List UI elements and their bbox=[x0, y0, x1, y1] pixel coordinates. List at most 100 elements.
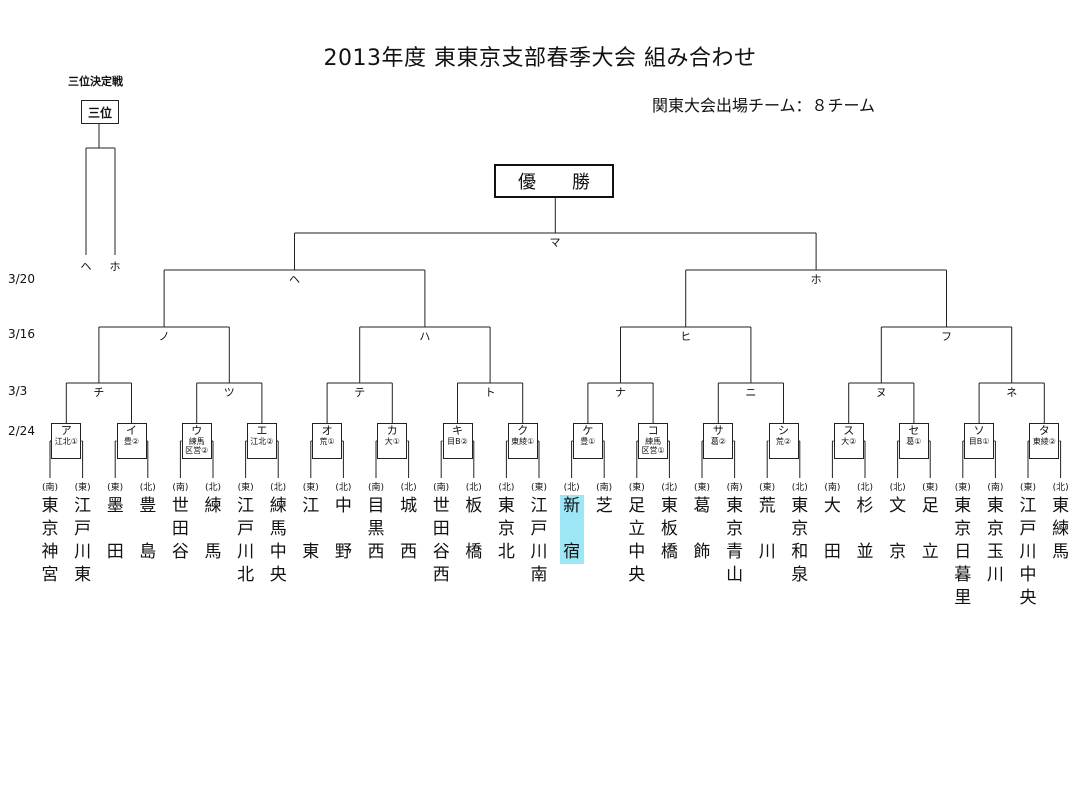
match-letter: シ bbox=[778, 424, 789, 437]
team-region: (南) bbox=[596, 483, 613, 493]
team-name: 練馬中央 bbox=[269, 496, 287, 585]
semifinal-match-label: ヘ bbox=[289, 273, 300, 286]
match-letter: ア bbox=[60, 424, 72, 437]
team-region: (南) bbox=[824, 483, 841, 493]
match-letter: ク bbox=[517, 424, 529, 437]
team-name: 足 立 bbox=[921, 496, 939, 562]
team-name: 足立中央 bbox=[628, 496, 646, 585]
team-name: 新 宿 bbox=[559, 495, 584, 564]
team-name: 江戸川中央 bbox=[1019, 496, 1037, 608]
team-region: (北) bbox=[335, 483, 352, 493]
team-region: (北) bbox=[661, 483, 678, 493]
match-letter: ス bbox=[843, 424, 855, 437]
team-region: (北) bbox=[270, 483, 287, 493]
match-letter: セ bbox=[908, 424, 920, 437]
page-title: 2013年度 東東京支部春季大会 組み合わせ bbox=[323, 46, 757, 71]
team-name: 豊 島 bbox=[139, 496, 157, 562]
quarterfinal-match-label: フ bbox=[941, 330, 952, 343]
team-name: 東板橋 bbox=[660, 496, 678, 562]
match-letter: タ bbox=[1038, 424, 1050, 437]
match-note: 目B② bbox=[447, 437, 468, 446]
winner-box: 優 勝 bbox=[494, 164, 614, 198]
team-name: 杉 並 bbox=[856, 496, 874, 562]
team-region: (東) bbox=[759, 483, 776, 493]
team-region: (東) bbox=[693, 483, 711, 493]
team-name: 大 田 bbox=[823, 496, 841, 562]
date-label-3-16: 3/16 bbox=[8, 327, 35, 341]
third-place-right-slot: ホ bbox=[109, 260, 121, 273]
team-name: 東練馬 bbox=[1052, 496, 1070, 562]
team-name: 東京北 bbox=[497, 496, 515, 562]
team-name: 墨 田 bbox=[106, 496, 124, 562]
team-region: (東) bbox=[74, 483, 91, 493]
third-place-box: 三位 bbox=[81, 100, 119, 124]
team-name: 練 馬 bbox=[204, 496, 222, 562]
first-round-match-box: ア江北① bbox=[51, 423, 82, 459]
match-letter: カ bbox=[386, 424, 398, 437]
match-note: 目B① bbox=[968, 437, 990, 446]
match-note: 東綾① bbox=[511, 437, 535, 446]
team-name: 江戸川北 bbox=[237, 496, 255, 585]
first-round-match-box: イ豊② bbox=[116, 423, 147, 459]
round2-match-label: ニ bbox=[745, 386, 757, 399]
final-match-label: マ bbox=[549, 236, 561, 249]
date-label-2-24: 2/24 bbox=[8, 424, 35, 438]
first-round-match-box: セ葛① bbox=[898, 423, 929, 459]
match-note: 大② bbox=[841, 437, 857, 446]
team-name: 江戸川南 bbox=[530, 496, 548, 585]
team-region: (東) bbox=[302, 483, 319, 493]
match-note: 豊① bbox=[580, 437, 596, 446]
match-note: 葛① bbox=[906, 437, 922, 446]
round2-match-label: ナ bbox=[615, 386, 626, 399]
first-round-match-box: ソ目B① bbox=[964, 423, 995, 459]
team-region: (北) bbox=[791, 483, 808, 493]
team-name: 世田谷 bbox=[171, 496, 189, 562]
match-note: 荒② bbox=[775, 437, 792, 446]
first-round-match-box: サ葛② bbox=[703, 423, 734, 459]
team-region: (東) bbox=[628, 483, 645, 493]
team-region: (南) bbox=[172, 483, 189, 493]
team-name: 世田谷西 bbox=[432, 496, 450, 585]
team-region: (南) bbox=[433, 483, 450, 493]
team-name: 目黒西 bbox=[367, 496, 385, 562]
round2-match-label: ト bbox=[484, 386, 496, 399]
quarterfinal-match-label: ヒ bbox=[680, 330, 692, 343]
team-region: (東) bbox=[107, 483, 124, 493]
round2-match-label: ヌ bbox=[875, 386, 887, 399]
team-name: 荒 川 bbox=[758, 496, 776, 562]
team-region: (東) bbox=[1019, 483, 1037, 493]
team-region: (北) bbox=[563, 483, 580, 493]
first-round-match-box: エ江北② bbox=[246, 423, 277, 459]
date-label-3-3: 3/3 bbox=[8, 384, 28, 398]
team-region: (北) bbox=[498, 483, 515, 493]
first-round-match-box: ス大② bbox=[833, 423, 864, 459]
team-name: 中 野 bbox=[334, 496, 352, 562]
round2-match-label: テ bbox=[354, 386, 366, 399]
third-place-left-slot: ヘ bbox=[80, 260, 92, 273]
team-name: 板 橋 bbox=[465, 496, 483, 562]
first-round-match-box: ウ練馬 区営② bbox=[181, 423, 212, 459]
quarterfinal-match-label: ノ bbox=[158, 330, 170, 343]
round2-match-label: チ bbox=[93, 386, 105, 399]
match-letter: ソ bbox=[973, 424, 985, 437]
team-name: 東京日暮里 bbox=[954, 496, 972, 608]
team-name: 東京神宮 bbox=[41, 496, 59, 585]
match-note: 東綾② bbox=[1032, 437, 1056, 446]
team-name: 城 西 bbox=[400, 496, 418, 562]
team-name: 江戸川東 bbox=[74, 496, 92, 585]
third-place-label: 三位決定戦 bbox=[68, 75, 123, 88]
team-name: 葛 飾 bbox=[693, 496, 711, 562]
team-name: 芝 bbox=[595, 496, 613, 516]
team-region: (北) bbox=[856, 483, 874, 493]
match-letter: ケ bbox=[582, 424, 594, 437]
match-letter: ウ bbox=[191, 424, 203, 437]
match-letter: エ bbox=[256, 424, 268, 437]
qualifying-teams-note: 関東大会出場チーム：８チーム bbox=[652, 96, 876, 115]
team-region: (南) bbox=[987, 483, 1004, 493]
first-round-match-box: ク東綾① bbox=[507, 423, 538, 459]
match-letter: オ bbox=[321, 424, 333, 437]
team-region: (北) bbox=[1052, 483, 1069, 493]
team-region: (東) bbox=[530, 483, 548, 493]
first-round-match-box: シ荒② bbox=[768, 423, 799, 459]
match-note: 豊② bbox=[123, 437, 140, 446]
